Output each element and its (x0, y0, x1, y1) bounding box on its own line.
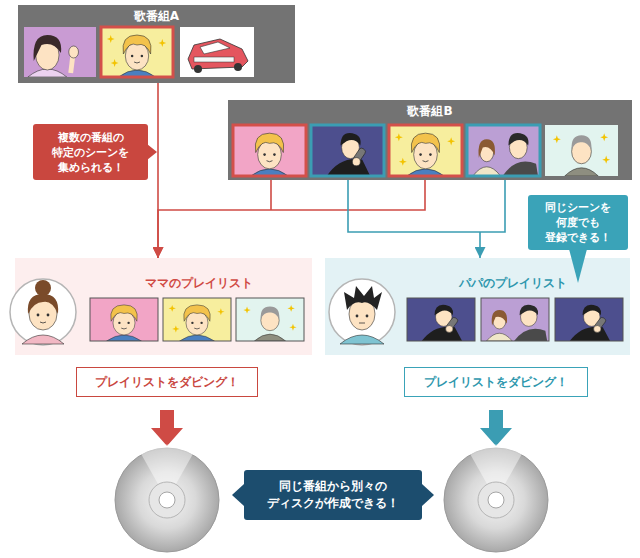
disc-body (115, 448, 219, 552)
node-label: 歌番組B (228, 103, 632, 119)
selected-frame (311, 125, 384, 176)
avatar-circle (10, 279, 76, 345)
callout-tail (569, 249, 587, 283)
mama-playlist-scenes (90, 298, 304, 341)
thumb-frame (407, 298, 475, 341)
mouth (40, 322, 46, 323)
dubbing-button: プレイリストをダビング！ (76, 367, 258, 397)
connector-line (158, 180, 425, 258)
scene-thumb (163, 298, 231, 341)
node-label: プレイリストをダビング！ (424, 374, 568, 390)
papa-playlist-scenes (407, 298, 623, 341)
program-band: 歌番組B (228, 100, 632, 180)
selected-frame (233, 125, 306, 176)
thumb-frame (236, 298, 304, 341)
hair-bun (35, 280, 51, 296)
scene-thumb (180, 27, 254, 77)
shirt (22, 335, 64, 344)
scene-thumb (90, 298, 158, 341)
disc-hole (159, 492, 175, 508)
thumb-frame (90, 298, 158, 341)
hair (28, 294, 58, 314)
spiky-hair (344, 286, 382, 310)
node-label: 複数の番組の 特定のシーンを 集められる！ (39, 130, 142, 175)
eye (356, 315, 359, 318)
disc-body (444, 448, 548, 552)
disc-sheen (140, 444, 194, 500)
thumb-frame (481, 298, 549, 341)
summary-callout: 同じ番組から別々の ディスクが作成できる！ (244, 470, 422, 520)
thumb-frame (163, 298, 231, 341)
down-arrow (480, 410, 512, 446)
papa-avatar (329, 279, 395, 345)
node-label: 歌番組A (18, 8, 295, 24)
playlist-panel: ママのプレイリスト (15, 258, 312, 355)
scene-thumb (407, 298, 475, 341)
scene-thumb (389, 125, 462, 176)
mouth (359, 323, 365, 324)
thumb-frame (555, 298, 623, 341)
disc-ring (149, 482, 185, 518)
scene-thumb (24, 27, 96, 77)
eye (37, 314, 40, 317)
node-label: 同じシーンを 何度でも 登録できる！ (534, 200, 622, 245)
node-label: プレイリストをダビング！ (95, 374, 239, 390)
scene-thumb (481, 298, 549, 341)
scene-thumb (555, 298, 623, 341)
node-label: 同じ番組から別々の ディスクが作成できる！ (250, 478, 416, 512)
playlist-panel: パパのプレイリスト (325, 258, 630, 355)
scene-thumb (236, 298, 304, 341)
disc-hole (488, 492, 504, 508)
node-label: ママのプレイリスト (90, 275, 307, 291)
program-b-scenes (233, 125, 618, 176)
eye (366, 315, 369, 318)
disc (444, 444, 548, 552)
disc (115, 444, 219, 552)
selected-frame (101, 27, 173, 77)
scene-thumb (101, 27, 173, 77)
dubbing-button: プレイリストをダビング！ (404, 367, 588, 397)
mama-avatar (10, 279, 76, 345)
connector-line (157, 83, 159, 258)
feature-callout: 同じシーンを 何度でも 登録できる！ (528, 195, 628, 250)
disc-sheen (469, 444, 523, 500)
selected-frame (467, 125, 540, 176)
scene-thumb (467, 125, 540, 176)
scene-thumb (311, 125, 384, 176)
scene-thumb (233, 125, 306, 176)
scene-thumb (545, 125, 618, 176)
eye (47, 314, 50, 317)
shirt (340, 335, 384, 344)
node-label: パパのプレイリスト (400, 275, 625, 291)
feature-callout: 複数の番組の 特定のシーンを 集められる！ (33, 124, 148, 180)
program-a-scenes (24, 27, 254, 77)
disc-ring (478, 482, 514, 518)
callout-tail (147, 144, 157, 160)
selected-frame (389, 125, 462, 176)
program-band: 歌番組A (18, 5, 295, 83)
face (349, 298, 375, 330)
avatar-circle (329, 279, 395, 345)
callout-pointer (232, 484, 244, 506)
down-arrow (151, 410, 183, 446)
face (29, 298, 57, 330)
callout-pointer (422, 484, 434, 506)
connector-line (348, 180, 505, 258)
